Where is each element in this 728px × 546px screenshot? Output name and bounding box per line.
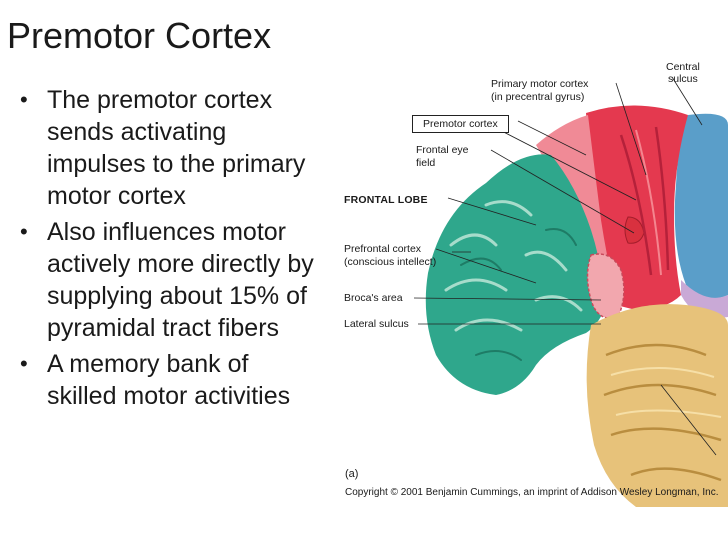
- label-frontal-eye-2: field: [416, 157, 436, 169]
- copyright-caption: Copyright © 2001 Benjamin Cummings, an i…: [345, 487, 719, 498]
- bullet-item: • A memory bank of skilled motor activit…: [18, 348, 318, 412]
- prefrontal-region: [425, 154, 604, 395]
- bullet-text: A memory bank of skilled motor activitie…: [47, 350, 291, 410]
- bullet-text: The premotor cortex sends activating imp…: [47, 86, 306, 210]
- temporal-region: [586, 304, 728, 507]
- brain-diagram: [413, 76, 728, 507]
- bullet-item: • The premotor cortex sends activating i…: [18, 84, 318, 212]
- bullet-icon: •: [20, 219, 28, 244]
- label-brocas-area: Broca's area: [344, 292, 403, 304]
- bullet-list: • The premotor cortex sends activating i…: [18, 84, 318, 416]
- label-premotor-cortex: Premotor cortex: [412, 115, 509, 133]
- bullet-text: Also influences motor actively more dire…: [47, 218, 314, 342]
- bullet-item: • Also influences motor actively more di…: [18, 216, 318, 344]
- slide-title: Premotor Cortex: [7, 15, 272, 56]
- label-lateral-sulcus: Lateral sulcus: [344, 318, 409, 330]
- bullet-icon: •: [20, 87, 28, 112]
- label-frontal-eye: Frontal eye: [416, 144, 469, 156]
- panel-letter: (a): [345, 468, 359, 480]
- bullet-icon: •: [20, 351, 28, 376]
- label-central-sulcus-2: sulcus: [668, 73, 698, 85]
- frontal-eye-field: [624, 216, 645, 244]
- parietal-region: [674, 113, 728, 299]
- label-prefrontal: Prefrontal cortex: [344, 243, 422, 255]
- brocas-area: [586, 253, 625, 319]
- label-central-sulcus: Central: [666, 61, 700, 73]
- label-primary-motor: Primary motor cortex: [491, 78, 589, 90]
- label-prefrontal-2: (conscious intellect): [344, 256, 437, 268]
- label-frontal-lobe: FRONTAL LOBE: [344, 194, 428, 206]
- label-primary-motor-2: (in precentral gyrus): [491, 91, 585, 103]
